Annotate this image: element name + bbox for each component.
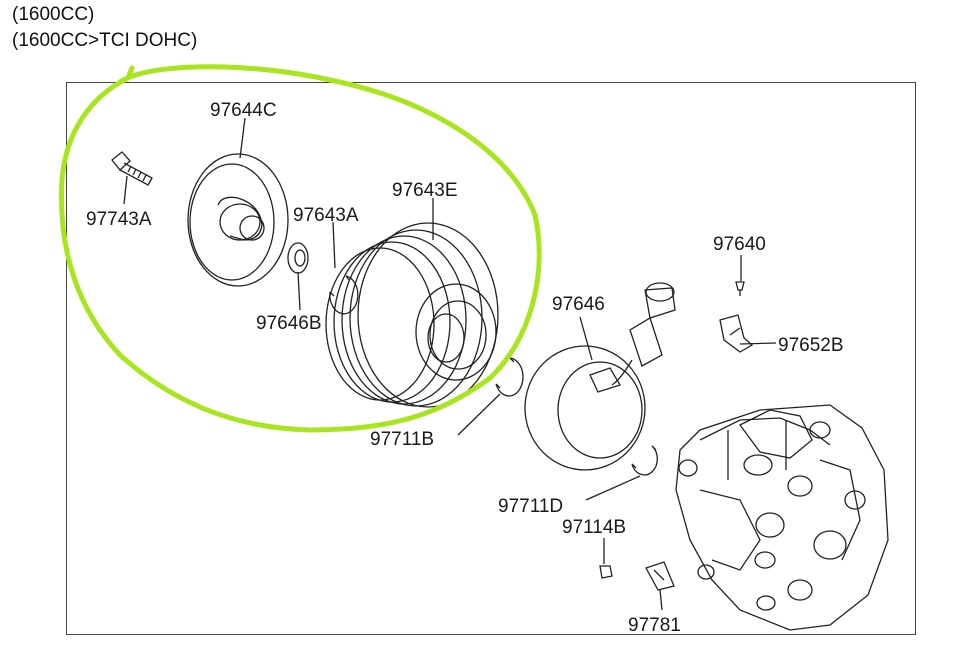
bolt-97743A[interactable] (111, 151, 153, 186)
snap-ring-97711B[interactable] (495, 357, 524, 397)
label-97711D: 97711D (498, 496, 563, 517)
snap-ring-97643A[interactable] (329, 275, 359, 315)
label-97652B: 97652B (778, 335, 844, 356)
label-97781: 97781 (628, 615, 681, 636)
hub-plate-97644C[interactable] (187, 153, 289, 287)
clip-97781[interactable] (645, 561, 675, 591)
bolt-97114B[interactable] (599, 565, 613, 579)
highlight-loop (59, 64, 542, 433)
shim-97646B[interactable] (287, 242, 309, 274)
leader-lines (123, 117, 777, 611)
header-line-2: (1600CC>TCI DOHC) (12, 30, 198, 51)
label-97114B: 97114B (562, 517, 626, 538)
label-97743A: 97743A (86, 209, 152, 230)
field-coil-97646[interactable] (524, 282, 676, 471)
screw-97640[interactable] (735, 281, 745, 296)
label-97640: 97640 (713, 234, 766, 255)
label-97643E: 97643E (392, 180, 458, 201)
label-97711B: 97711B (370, 429, 434, 450)
label-97643A: 97643A (293, 205, 359, 226)
diagram-frame (66, 82, 916, 635)
compressor-body[interactable] (675, 404, 889, 631)
label-97644C: 97644C (210, 100, 277, 121)
pulley-97643E[interactable] (325, 222, 499, 408)
label-97646: 97646 (552, 294, 605, 315)
header-line-1: (1600CC) (12, 4, 95, 25)
label-97646B: 97646B (256, 313, 322, 334)
snap-ring-97711D[interactable] (631, 445, 658, 476)
bracket-97652B[interactable] (719, 314, 754, 353)
